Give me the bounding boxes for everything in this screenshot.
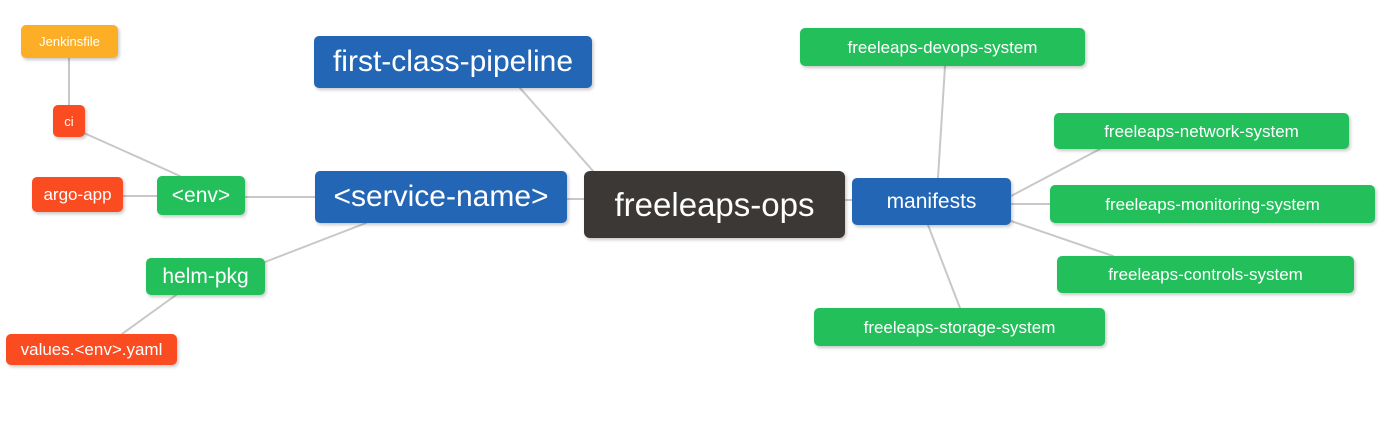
edge-manifests-to-freeleaps-storage-system (927, 224, 961, 309)
mindmap-node-freeleaps-storage-system[interactable]: freeleaps-storage-system (814, 308, 1105, 346)
mindmap-node-helm-pkg[interactable]: helm-pkg (146, 258, 265, 295)
mindmap-node-first-class-pipeline[interactable]: first-class-pipeline (314, 36, 592, 88)
mindmap-node-manifests[interactable]: manifests (852, 178, 1011, 225)
mindmap-node-jenkinsfile[interactable]: Jenkinsfile (21, 25, 118, 58)
mindmap-node-freeleaps-network-system[interactable]: freeleaps-network-system (1054, 113, 1349, 149)
edge-helm-pkg-to-values-env-yaml (121, 294, 177, 335)
mindmap-node-values-env-yaml[interactable]: values.<env>.yaml (6, 334, 177, 365)
edge-service-name-to-helm-pkg (264, 222, 367, 263)
edge-manifests-to-freeleaps-controls-system (1010, 220, 1114, 257)
mindmap-node-env[interactable]: <env> (157, 176, 245, 215)
mindmap-node-argo-app[interactable]: argo-app (32, 177, 123, 212)
mindmap-node-freeleaps-controls-system[interactable]: freeleaps-controls-system (1057, 256, 1354, 293)
edge-env-to-ci (83, 132, 181, 177)
mindmap-node-ci[interactable]: ci (53, 105, 85, 137)
edge-manifests-to-freeleaps-devops-system (937, 65, 946, 179)
mindmap-node-freeleaps-monitoring-system[interactable]: freeleaps-monitoring-system (1050, 185, 1375, 223)
mindmap-node-service-name[interactable]: <service-name> (315, 171, 567, 223)
mindmap-node-freeleaps-ops[interactable]: freeleaps-ops (584, 171, 845, 238)
mindmap-node-freeleaps-devops-system[interactable]: freeleaps-devops-system (800, 28, 1085, 66)
edge-freeleaps-ops-to-first-class-pipeline (519, 87, 594, 172)
